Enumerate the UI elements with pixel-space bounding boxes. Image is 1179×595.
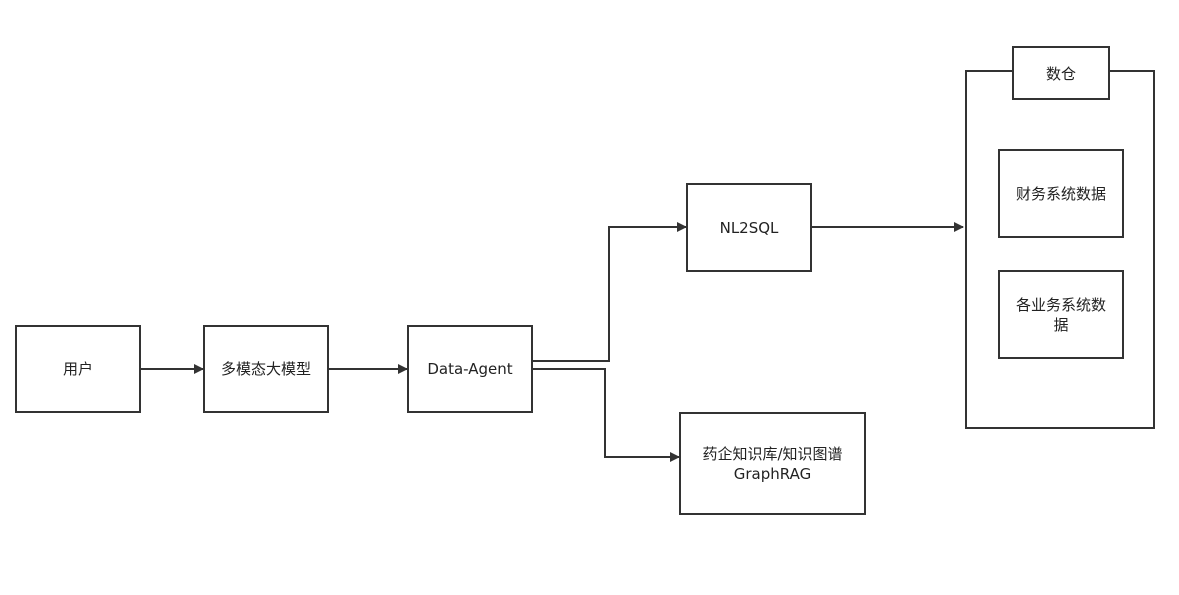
multimodal-llm-node-label: 多模态大模型 xyxy=(220,360,311,378)
user-node: 用户 xyxy=(15,325,141,413)
data-warehouse-container xyxy=(965,70,1155,429)
data-warehouse-title: 数仓 xyxy=(1012,46,1110,100)
knowledge-base-node-label: 药企知识库/知识图谱 GraphRAG xyxy=(702,444,843,483)
data-warehouse-title-label: 数仓 xyxy=(1045,64,1076,83)
data-agent-node: Data-Agent xyxy=(407,325,533,413)
nl2sql-node-label: NL2SQL xyxy=(719,218,779,237)
finance-data-node: 财务系统数据 xyxy=(998,149,1124,238)
knowledge-base-node: 药企知识库/知识图谱 GraphRAG xyxy=(679,412,866,515)
multimodal-llm-node: 多模态大模型 xyxy=(203,325,329,413)
nl2sql-node: NL2SQL xyxy=(686,183,812,272)
data-agent-node-label: Data-Agent xyxy=(427,360,513,378)
edge-agent-to-kb xyxy=(533,368,680,462)
edge-agent-to-nl2sql xyxy=(533,222,687,362)
user-node-label: 用户 xyxy=(62,360,93,378)
finance-data-node-label: 财务系统数据 xyxy=(1015,184,1106,203)
business-data-node-label: 各业务系统数 据 xyxy=(1015,295,1106,334)
business-data-node: 各业务系统数 据 xyxy=(998,270,1124,359)
